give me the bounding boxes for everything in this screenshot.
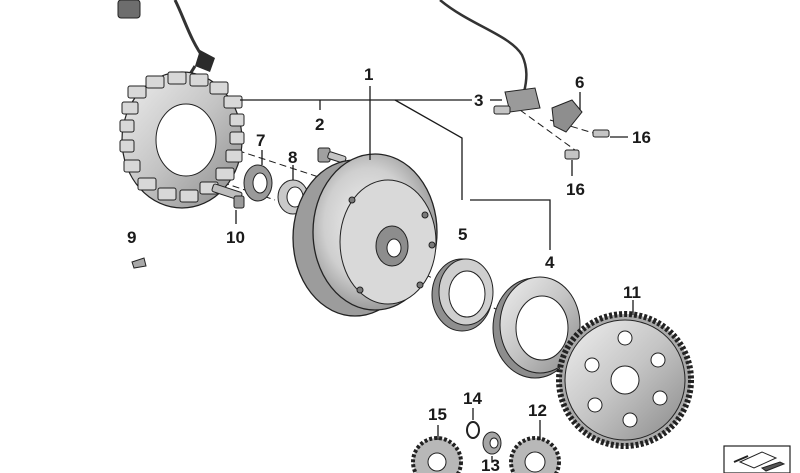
callout-3: 3 [474, 91, 483, 110]
leader-lines [235, 86, 634, 462]
callout-4: 4 [545, 253, 555, 272]
sensor-wire [439, 0, 528, 93]
callout-6: 6 [575, 73, 584, 92]
circlip-part-14 [466, 421, 480, 439]
callout-12: 12 [528, 401, 547, 420]
gear-part-15 [411, 436, 463, 473]
callout-10: 10 [226, 228, 245, 247]
parts-reference-icon [723, 445, 791, 473]
gear-part-12 [509, 436, 561, 473]
holder-part-6 [551, 99, 583, 133]
callout-8: 8 [288, 148, 297, 167]
seal-part-7 [243, 164, 273, 202]
sleeve-part-13 [482, 431, 502, 455]
callout-13: 13 [481, 456, 500, 473]
stator-wire [117, 0, 215, 87]
callout-16-upper: 16 [632, 128, 651, 147]
callout-15: 15 [428, 405, 447, 424]
callout-11: 11 [623, 283, 641, 302]
bolt-part-10 [211, 183, 245, 209]
bush-part-9 [131, 257, 147, 269]
callout-2: 2 [315, 115, 324, 134]
callout-16-lower: 16 [566, 180, 585, 199]
rotor-flywheel-part-1 [292, 153, 438, 317]
freewheel-part-4 [492, 276, 581, 379]
screw-part-16-upper [592, 129, 610, 138]
callout-5: 5 [458, 225, 467, 244]
ring-part-5 [431, 258, 494, 332]
sensor-part-3 [493, 87, 541, 115]
callout-9: 9 [127, 228, 136, 247]
callout-1: 1 [364, 65, 373, 84]
bolt-part-2 [317, 147, 347, 164]
gear-part-11 [556, 311, 694, 449]
screw-part-16-lower [564, 149, 580, 160]
callout-7: 7 [256, 131, 265, 150]
callout-14: 14 [463, 389, 482, 408]
